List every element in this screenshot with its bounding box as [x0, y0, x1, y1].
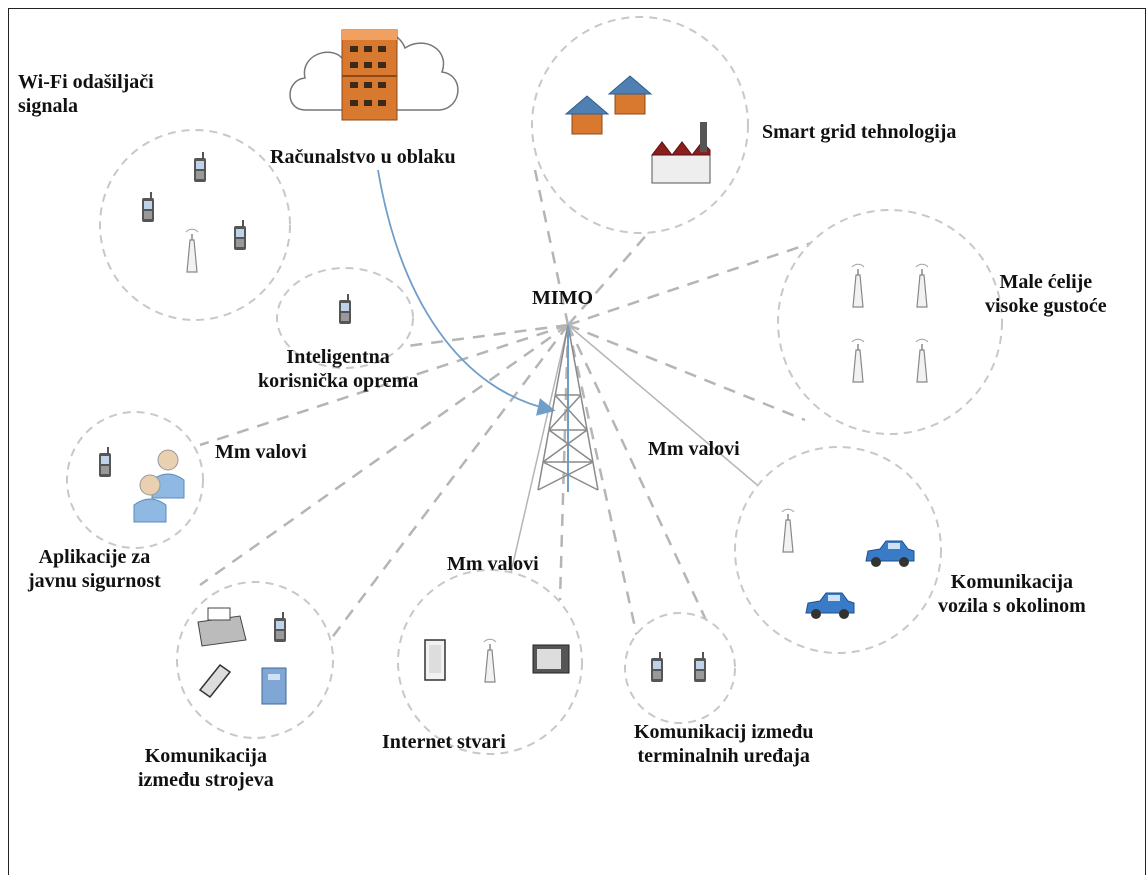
v2x-label-line1: Komunikacija	[950, 571, 1074, 593]
d2d-label-line2: terminalnih uređaja	[637, 745, 810, 767]
small-cells-label: Male ćelije visoke gustoće	[985, 270, 1107, 318]
link-v2x	[567, 324, 776, 501]
v2x-label-line2: vozila s okolinom	[938, 595, 1086, 617]
link-public-safety	[199, 323, 569, 447]
v2x-circle	[734, 446, 942, 654]
smart-ue-label-line1: Inteligentna	[286, 346, 390, 368]
mimo-label: MIMO	[532, 287, 594, 309]
mm-waves-center-label: Mm valovi	[447, 553, 539, 575]
iot-label: Internet stvari	[382, 731, 506, 753]
smart-ue-label: Inteligentna korisnička oprema	[258, 345, 418, 393]
link-smart-grid-a	[533, 169, 570, 326]
wifi-label: Wi-Fi odašiljači signala	[18, 70, 154, 118]
link-small-cells-b	[567, 323, 806, 422]
m2m-label-line2: između strojeva	[138, 769, 274, 791]
person-icon	[133, 449, 185, 523]
d2d-label: Komunikacij između terminalnih uređaja	[634, 720, 813, 768]
smart-ue-label-line2: korisnička oprema	[258, 370, 419, 392]
house-icon	[564, 75, 653, 135]
small-cells-circle	[777, 209, 1003, 435]
d2d-circle	[624, 612, 736, 724]
mm-waves-left-label: Mm valovi	[215, 441, 307, 463]
v2x-label: Komunikacija vozila s okolinom	[938, 570, 1086, 618]
server-icon	[341, 29, 398, 121]
wifi-cluster-circle	[99, 129, 291, 321]
link-iot-solid	[499, 324, 569, 621]
link-d2d-b	[566, 324, 722, 651]
smart-grid-label: Smart grid tehnologija	[762, 121, 957, 143]
smart-grid-circle	[531, 16, 749, 234]
mm-waves-right-label: Mm valovi	[648, 438, 740, 460]
m2m-circle	[176, 581, 334, 739]
wifi-label-line2: signala	[18, 95, 79, 117]
d2d-label-line1: Komunikacij između	[634, 721, 814, 743]
factory-icon	[650, 122, 711, 184]
link-m2m-b	[299, 324, 569, 681]
small-cells-label-line1: Male ćelije	[999, 271, 1093, 293]
figure-border	[8, 8, 1146, 875]
cloud-label: Računalstvo u oblaku	[270, 146, 456, 168]
network-links	[199, 169, 851, 681]
public-safety-circle	[66, 411, 204, 549]
wifi-label-line1: Wi-Fi odašiljači	[18, 71, 154, 93]
flip-phone-icon	[198, 663, 232, 699]
monitor-icon	[532, 644, 570, 674]
public-safety-label-line2: javnu sigurnost	[28, 570, 161, 592]
public-safety-label-line1: Aplikacije za	[38, 546, 151, 568]
fax-icon	[197, 607, 247, 647]
cloud-to-tower-arrow	[377, 169, 556, 416]
public-safety-label: Aplikacije za javnu sigurnost	[28, 545, 161, 593]
small-cells-label-line2: visoke gustoće	[985, 295, 1107, 317]
link-small-cells-a	[567, 228, 851, 327]
server-icon	[261, 667, 287, 705]
tower-icon	[537, 324, 599, 492]
link-smart-ue	[299, 323, 569, 362]
m2m-label: Komunikacija između strojeva	[138, 744, 274, 792]
tablet-icon	[424, 639, 446, 681]
m2m-label-line1: Komunikacija	[144, 745, 267, 767]
link-d2d-a	[566, 324, 642, 651]
